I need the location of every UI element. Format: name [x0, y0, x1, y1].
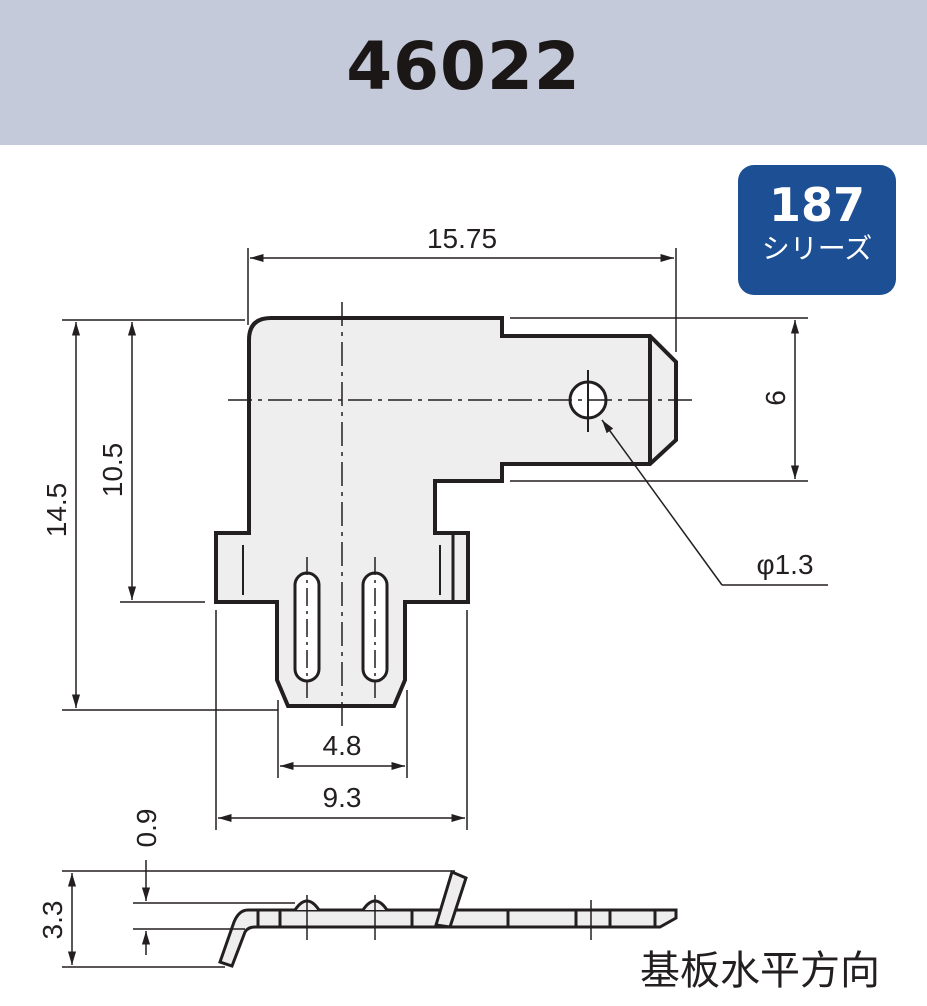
side-view-label: 基板水平方向	[640, 948, 880, 994]
dim-hole-diameter: φ1.3	[756, 549, 813, 580]
part-top-view	[214, 316, 678, 708]
dim-side-height: 3.3	[37, 901, 68, 940]
series-number: 187	[768, 178, 866, 232]
series-badge: 187 シリーズ	[738, 165, 896, 295]
part-number-title: 46022	[346, 28, 581, 105]
dim-base-width: 9.3	[323, 782, 362, 813]
dim-overall-height: 14.5	[41, 483, 72, 538]
dim-leg-width: 4.8	[323, 730, 362, 761]
dim-overall-width: 15.75	[427, 223, 497, 254]
series-label: シリーズ	[761, 232, 873, 265]
dim-tab-width: 6	[760, 390, 791, 406]
dim-side-offset: 0.9	[131, 809, 162, 848]
part-side-view	[218, 869, 678, 968]
header-band: 46022	[0, 0, 927, 145]
dim-height-to-tab: 10.5	[97, 443, 128, 498]
